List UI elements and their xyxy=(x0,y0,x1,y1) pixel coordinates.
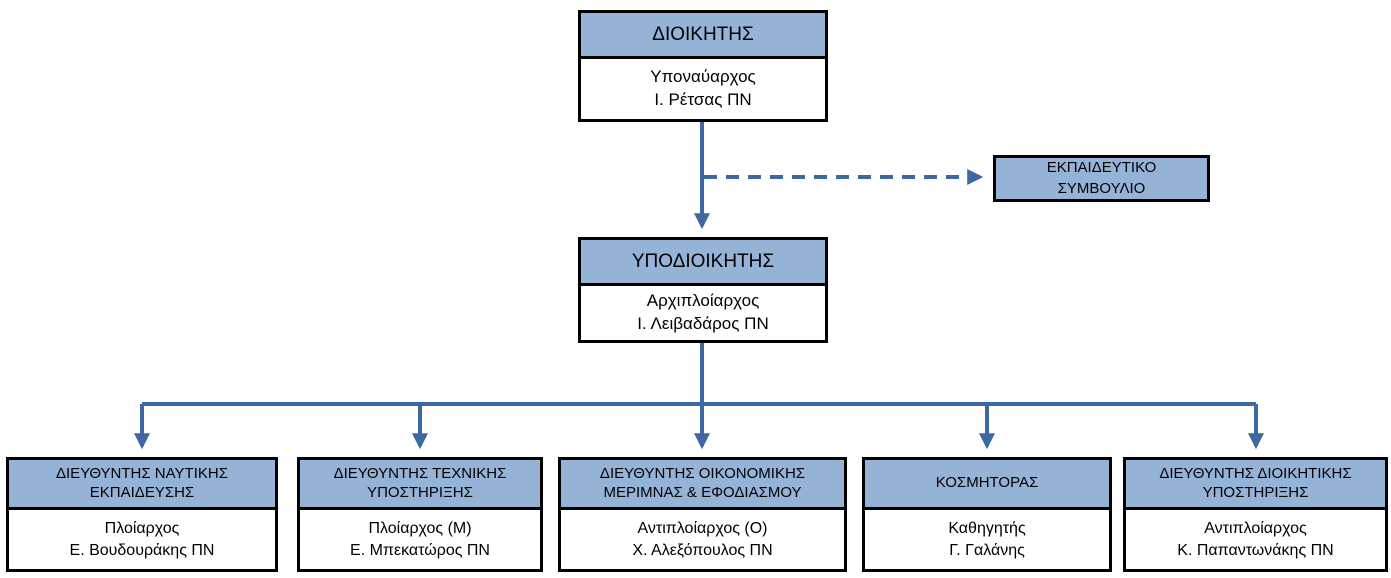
person-name: Ε. Μπεκατώρος ΠΝ xyxy=(350,541,490,559)
department-title: ΔΙΕΥΘΥΝΤΗΣ ΤΕΧΝΙΚΗΣ ΥΠΟΣΤΗΡΙΞΗΣ xyxy=(300,460,540,510)
person-rank: Αντιπλοίαρχος (Ο) xyxy=(637,519,768,537)
department-person: Καθηγητής Γ. Γαλάνης xyxy=(865,510,1109,569)
department-person: Αντιπλοίαρχος Κ. Παπαντωνάκης ΠΝ xyxy=(1126,510,1385,569)
person-rank: Αρχιπλοίαρχος xyxy=(646,291,760,311)
department-title-line2: ΥΠΟΣΤΗΡΙΞΗΣ xyxy=(367,483,473,501)
person-name: Κ. Παπαντωνάκης ΠΝ xyxy=(1177,541,1334,559)
person-rank: Πλοίαρχος xyxy=(104,519,180,537)
department-person: Πλοίαρχος (Μ) Ε. Μπεκατώρος ΠΝ xyxy=(300,510,540,569)
person-name: Γ. Γαλάνης xyxy=(949,541,1025,559)
department-title-line2: ΜΕΡΙΜΝΑΣ & ΕΦΟΔΙΑΣΜΟΥ xyxy=(603,483,802,501)
person-rank: Αντιπλοίαρχος xyxy=(1204,519,1307,537)
department-title-line1: ΔΙΕΥΘΥΝΤΗΣ ΝΑΥΤΙΚΗΣ xyxy=(56,464,228,482)
department-title-line1: ΔΙΕΥΘΥΝΤΗΣ ΔΙΟΙΚΗΤΙΚΗΣ xyxy=(1159,464,1352,482)
department-title: ΔΙΕΥΘΥΝΤΗΣ ΔΙΟΙΚΗΤΙΚΗΣ ΥΠΟΣΤΗΡΙΞΗΣ xyxy=(1126,460,1385,510)
department-person: Πλοίαρχος Ε. Βουδουράκης ΠΝ xyxy=(9,510,275,569)
person-rank: Υποναύαρχος xyxy=(650,67,756,87)
node-department-naval-education: ΔΙΕΥΘΥΝΤΗΣ ΝΑΥΤΙΚΗΣ ΕΚΠΑΙΔΕΥΣΗΣ Πλοίαρχο… xyxy=(6,457,278,572)
council-line1: ΕΚΠΑΙΔΕΥΤΙΚΟ xyxy=(1046,159,1157,177)
department-person: Αντιπλοίαρχος (Ο) Χ. Αλεξόπουλος ΠΝ xyxy=(561,510,844,569)
node-title-text: ΥΠΟΔΙΟΙΚΗΤΗΣ xyxy=(631,250,775,272)
council-line2: ΣΥΜΒΟΥΛΙΟ xyxy=(1057,179,1146,197)
department-title-line1: ΔΙΕΥΘΥΝΤΗΣ ΟΙΚΟΝΟΜΙΚΗΣ xyxy=(599,464,806,482)
department-title-line1: ΚΟΣΜΗΤΟΡΑΣ xyxy=(935,474,1039,492)
person-name: Ε. Βουδουράκης ΠΝ xyxy=(69,541,215,559)
department-title: ΔΙΕΥΘΥΝΤΗΣ ΟΙΚΟΝΟΜΙΚΗΣ ΜΕΡΙΜΝΑΣ & ΕΦΟΔΙΑ… xyxy=(561,460,844,510)
department-title-line2: ΥΠΟΣΤΗΡΙΞΗΣ xyxy=(1202,483,1309,501)
node-department-financial-supply: ΔΙΕΥΘΥΝΤΗΣ ΟΙΚΟΝΟΜΙΚΗΣ ΜΕΡΙΜΝΑΣ & ΕΦΟΔΙΑ… xyxy=(558,457,847,572)
person-name: Ι. Λειβαδάρος ΠΝ xyxy=(637,314,769,333)
department-title: ΔΙΕΥΘΥΝΤΗΣ ΝΑΥΤΙΚΗΣ ΕΚΠΑΙΔΕΥΣΗΣ xyxy=(9,460,275,510)
node-department-technical-support: ΔΙΕΥΘΥΝΤΗΣ ΤΕΧΝΙΚΗΣ ΥΠΟΣΤΗΡΙΞΗΣ Πλοίαρχο… xyxy=(297,457,543,572)
node-commander-title: ΔΙΟΙΚΗΤΗΣ xyxy=(581,13,825,59)
node-deputy-title: ΥΠΟΔΙΟΙΚΗΤΗΣ xyxy=(581,240,825,286)
node-commander-person: Υποναύαρχος Ι. Ρέτσας ΠΝ xyxy=(581,59,825,119)
department-title: ΚΟΣΜΗΤΟΡΑΣ xyxy=(865,460,1109,510)
person-rank: Καθηγητής xyxy=(948,519,1026,537)
department-title-line1: ΔΙΕΥΘΥΝΤΗΣ ΤΕΧΝΙΚΗΣ xyxy=(333,464,507,482)
node-deputy-person: Αρχιπλοίαρχος Ι. Λειβαδάρος ΠΝ xyxy=(581,286,825,340)
department-title-line2: ΕΚΠΑΙΔΕΥΣΗΣ xyxy=(89,483,195,501)
node-department-dean: ΚΟΣΜΗΤΟΡΑΣ Καθηγητής Γ. Γαλάνης xyxy=(862,457,1112,572)
node-commander: ΔΙΟΙΚΗΤΗΣ Υποναύαρχος Ι. Ρέτσας ΠΝ xyxy=(578,10,828,122)
person-name: Ι. Ρέτσας ΠΝ xyxy=(654,90,752,109)
node-department-administrative-support: ΔΙΕΥΘΥΝΤΗΣ ΔΙΟΙΚΗΤΙΚΗΣ ΥΠΟΣΤΗΡΙΞΗΣ Αντιπ… xyxy=(1123,457,1388,572)
node-deputy-commander: ΥΠΟΔΙΟΙΚΗΤΗΣ Αρχιπλοίαρχος Ι. Λειβαδάρος… xyxy=(578,237,828,343)
person-name: Χ. Αλεξόπουλος ΠΝ xyxy=(632,541,773,559)
person-rank: Πλοίαρχος (Μ) xyxy=(368,519,472,537)
node-education-council: ΕΚΠΑΙΔΕΥΤΙΚΟ ΣΥΜΒΟΥΛΙΟ xyxy=(993,155,1210,202)
node-title-text: ΔΙΟΙΚΗΤΗΣ xyxy=(652,23,754,45)
